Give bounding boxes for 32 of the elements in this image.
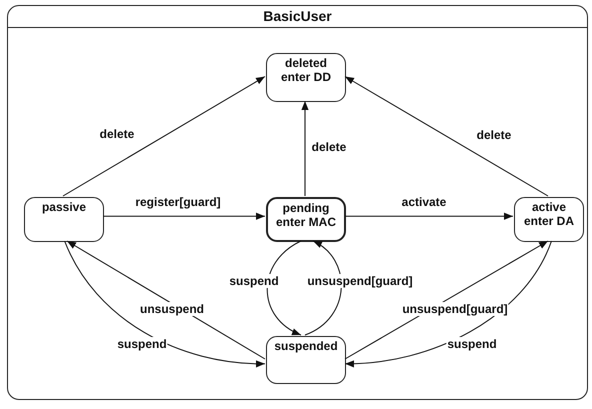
transition-arrow bbox=[304, 240, 342, 336]
edge-label: unsuspend[guard] bbox=[306, 274, 414, 288]
transition-arrow bbox=[344, 76, 548, 196]
edge-label: suspend bbox=[116, 337, 168, 351]
entry-action: enter DA bbox=[522, 214, 575, 228]
transition-arrow bbox=[301, 100, 309, 196]
transition-arrow bbox=[266, 240, 302, 336]
state-name: active bbox=[530, 200, 568, 214]
edge-label: delete bbox=[98, 127, 136, 141]
state-box bbox=[266, 197, 346, 242]
entry-action: enter DD bbox=[280, 70, 332, 84]
edge-label: suspend bbox=[228, 274, 280, 288]
transition-arrow bbox=[344, 212, 514, 220]
state-name: pending bbox=[282, 201, 330, 215]
edge-label: suspend bbox=[446, 337, 498, 351]
state-box bbox=[24, 197, 104, 242]
edge-label: activate bbox=[400, 195, 448, 209]
entry-action: enter MAC bbox=[274, 215, 337, 229]
frame-title: BasicUser bbox=[8, 6, 587, 28]
edge-label: delete bbox=[310, 140, 348, 154]
state-name: suspended bbox=[273, 339, 339, 353]
edge-label: unsuspend bbox=[139, 302, 205, 316]
edge-label: delete bbox=[476, 128, 512, 142]
state-name: passive bbox=[40, 200, 88, 214]
state-box bbox=[514, 197, 584, 242]
transition-arrow bbox=[102, 212, 266, 220]
state-box bbox=[266, 336, 346, 384]
state-box bbox=[266, 53, 346, 102]
transition-arrow bbox=[62, 76, 266, 196]
state-name: deleted bbox=[284, 56, 328, 70]
edge-label: register[guard] bbox=[134, 195, 222, 209]
edge-label: unsuspend[guard] bbox=[401, 302, 509, 316]
